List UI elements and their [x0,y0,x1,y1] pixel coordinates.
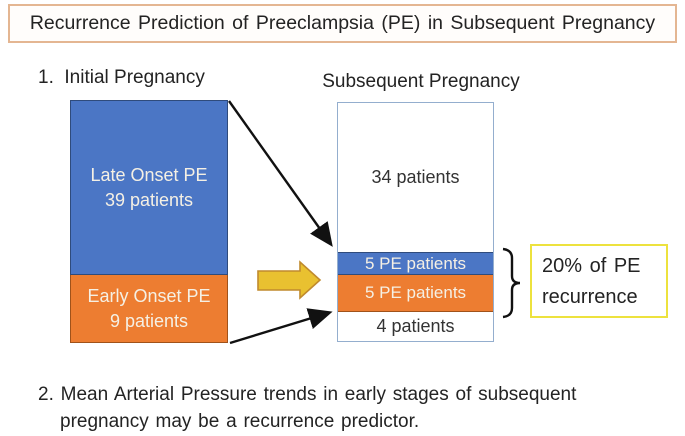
subsequent-pregnancy-bar: 34 patients 5 PE patients 5 PE patients … [337,102,494,342]
transition-arrow [257,260,322,300]
title-box: Recurrence Prediction of Preeclampsia (P… [8,4,677,43]
footnote-line-1: 2. Mean Arterial Pressure trends in earl… [38,384,577,405]
footnote: 2. Mean Arterial Pressure trends in earl… [0,381,685,435]
late-recurrence-segment: 5 PE patients [338,252,493,275]
early-onset-count: 9 patients [109,310,189,331]
recurrence-callout-box: 20% of PE recurrence [530,244,668,318]
footnote-line-2: pregnancy may be a recurrence predictor. [60,411,420,432]
initial-pregnancy-heading: 1. Initial Pregnancy [38,67,205,88]
callout-line-1: 20% of PE [542,255,641,277]
initial-pregnancy-bar: Late Onset PE 39 patients Early Onset PE… [70,100,228,343]
early-onset-flow-arrow [229,308,333,345]
late-onset-flow-arrow [228,100,333,247]
recurrence-brace [502,247,521,319]
late-onset-label: Late Onset PE [90,164,208,185]
late-onset-count: 39 patients [104,189,194,210]
callout-line-2: recurrence [542,286,638,308]
subsequent-pregnancy-heading: Subsequent Pregnancy [322,71,520,92]
early-onset-label: Early Onset PE [87,285,211,306]
early-recurrence-segment: 5 PE patients [338,275,493,312]
no-pe-bottom-segment: 4 patients [338,312,493,341]
no-pe-top-segment: 34 patients [338,103,493,252]
early-onset-pe-segment: Early Onset PE 9 patients [70,275,228,343]
late-onset-pe-segment: Late Onset PE 39 patients [70,100,228,275]
figure-title: Recurrence Prediction of Preeclampsia (P… [29,12,656,34]
